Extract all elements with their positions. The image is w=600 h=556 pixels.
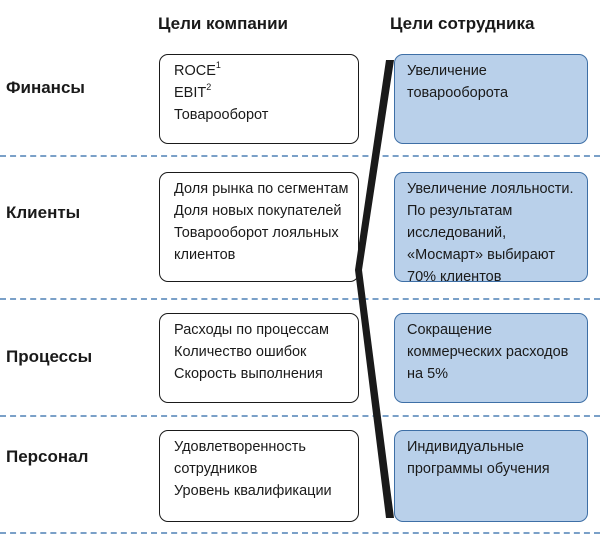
company-goal: ROCE1 <box>174 60 221 80</box>
row-label-processes: Процессы <box>6 347 93 366</box>
company-goal: Уровень квалификации <box>174 483 332 499</box>
company-goal: Доля новых покупателей <box>174 203 342 219</box>
row-separator <box>0 415 600 417</box>
company-goal: Количество ошибок <box>174 344 307 360</box>
employee-goal-processes: Сокращение коммерческих расходов на 5% <box>394 313 588 403</box>
employee-goal-finance: Увеличение товарооборота <box>394 54 588 144</box>
company-goals-clients: Доля рынка по сегментам Доля новых покуп… <box>159 172 359 282</box>
employee-goal-clients: Увеличение лояльности. По результатам ис… <box>394 172 588 285</box>
company-goal: Товарооборот <box>174 107 269 123</box>
employee-goal-text: Увеличение товарооборота <box>407 63 509 101</box>
row-separator <box>0 155 600 157</box>
company-goals-personnel: Удовлетворенность сотрудников Уровень кв… <box>159 430 359 522</box>
company-goals-header: Цели компании <box>158 14 288 33</box>
row-label-personnel: Персонал <box>6 447 89 466</box>
employee-goal-personnel: Индивидуальные программы обучения <box>394 430 588 522</box>
row-label-finance: Финансы <box>6 78 85 97</box>
company-goal: Расходы по процессам <box>174 322 329 338</box>
row-label-clients: Клиенты <box>6 203 81 222</box>
company-goal: EBIT2 <box>174 82 212 102</box>
connector-wedge <box>355 60 394 518</box>
company-goal: Доля рынка по сегментам <box>174 181 349 197</box>
company-goal: Скорость выполнения <box>174 366 323 382</box>
employee-goals-header: Цели сотрудника <box>390 14 535 33</box>
company-goals-processes: Расходы по процессам Количество ошибок С… <box>159 313 359 403</box>
employee-goal-text: Сокращение коммерческих расходов на 5% <box>407 322 569 382</box>
company-goal: Удовлетворенность сотрудников <box>174 439 306 477</box>
company-goal: Товарооборот лояльных клиентов <box>174 225 339 263</box>
row-separator <box>0 532 600 534</box>
row-separator <box>0 298 600 300</box>
employee-goal-text: Индивидуальные программы обучения <box>407 439 550 477</box>
company-goals-finance: ROCE1 EBIT2 Товарооборот <box>159 54 359 144</box>
employee-goal-text: Увеличение лояльности. По результатам ис… <box>407 181 574 285</box>
